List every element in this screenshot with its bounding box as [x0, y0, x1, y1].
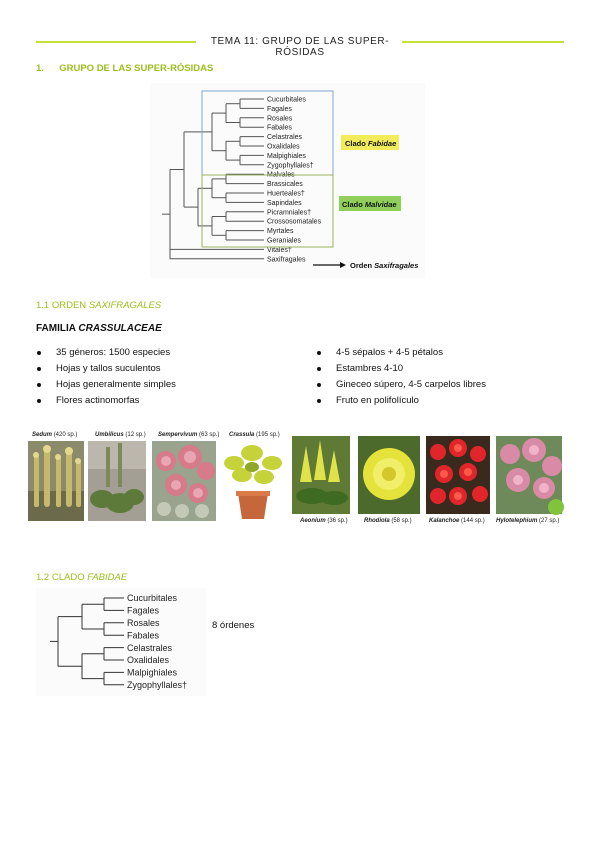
taxon-label-5: Oxalidales: [127, 655, 170, 665]
photo-kalanchoe: [426, 436, 490, 514]
taxon-label-1: Fagales: [267, 106, 292, 113]
taxon-label-5: Oxalidales: [267, 144, 300, 151]
taxon-label-16: Vitales†: [267, 247, 292, 254]
caption-rhodiola: Rhodiola (58 sp.): [364, 518, 412, 524]
list-item: Flores actinomorfas: [36, 393, 296, 409]
taxon-label-10: Huerteales†: [267, 191, 305, 198]
taxon-label-1: Fagales: [127, 606, 160, 616]
taxon-label-0: Cucurbitales: [127, 593, 178, 603]
caption-sedum: Sedum (420 sp.): [32, 432, 78, 438]
saxifragales-label: Orden Saxifragales: [350, 261, 418, 270]
list-item: Estambres 4-10: [316, 361, 566, 377]
section-1-1-heading: 1.1 ORDEN SAXIFRAGALES: [36, 300, 161, 311]
superrosids-tree: CucurbitalesFagalesRosalesFabalesCelastr…: [150, 83, 425, 278]
caption-umbilicus: Umbilicus (12 sp.): [95, 432, 146, 438]
taxon-label-2: Rosales: [127, 618, 160, 628]
family-prefix: FAMILIA: [36, 323, 79, 334]
list-item: 35 géneros: 1500 especies: [36, 345, 296, 361]
taxon-label-7: Zygophyllales†: [267, 162, 314, 169]
taxon-label-6: Malpighiales: [127, 668, 178, 678]
taxon-label-7: Zygophyllales†: [127, 680, 187, 690]
taxon-label-4: Celastrales: [267, 134, 303, 141]
taxon-label-0: Cucurbitales: [267, 97, 306, 104]
family-heading: FAMILIA CRASSULACEAE: [36, 323, 162, 334]
malvidae-tag-label: Clado Malvidae: [342, 200, 397, 209]
traits-list-left: 35 géneros: 1500 especies Hojas y tallos…: [36, 345, 296, 409]
family-name: CRASSULACEAE: [78, 323, 162, 334]
taxon-label-2: Rosales: [267, 115, 293, 122]
list-item: Gineceo súpero, 4-5 carpelos libres: [316, 377, 566, 393]
list-item: 4-5 sépalos + 4-5 pétalos: [316, 345, 566, 361]
malvidae-box: [201, 174, 334, 248]
caption-sempervivum: Sempervivum (63 sp.): [158, 432, 220, 438]
section-1-1-number: 1.1: [36, 300, 50, 311]
taxon-label-14: Myrtales: [267, 228, 294, 235]
header-rule-left: [36, 41, 196, 43]
list-item: Fruto en polifolículo: [316, 393, 566, 409]
section-1-2-number: 1.2: [36, 572, 50, 583]
taxon-label-15: Geraniales: [267, 238, 301, 245]
caption-aeonium: Aeonium (36 sp.): [300, 518, 348, 524]
list-item: Hojas y tallos suculentos: [36, 361, 296, 377]
photo-umbilicus: [88, 441, 146, 521]
section-1-1-title-italic: SAXIFRAGALES: [88, 300, 162, 311]
taxon-label-13: Crossosomatales: [267, 219, 322, 226]
section-1-2-title-italic: FABIDAE: [87, 572, 128, 583]
section-1-2-heading: 1.2 CLADO FABIDAE: [36, 572, 127, 583]
caption-crassula: Crassula (195 sp.): [229, 432, 280, 438]
taxon-label-4: Celastrales: [127, 643, 173, 653]
taxon-label-9: Brassicales: [267, 181, 303, 188]
section-1-number: 1.: [36, 63, 44, 74]
fabidae-tag-label: Clado Fabidae: [345, 139, 396, 148]
page-title: TEMA 11: GRUPO DE LAS SUPER-RÓSIDAS: [210, 36, 390, 58]
green-dot-icon: [548, 499, 564, 515]
photo-sedum: [28, 441, 84, 521]
section-1-1-title-prefix: ORDEN: [51, 300, 89, 311]
photo-aeonium: [292, 436, 350, 514]
saxifragales-arrowhead: [340, 262, 346, 268]
photo-crassula: [220, 441, 286, 521]
caption-kalanchoe: Kalanchoe (144 sp.): [429, 518, 485, 524]
malvidae-tag: [339, 196, 401, 211]
orders-count: 8 órdenes: [212, 620, 255, 631]
section-1-heading: 1. GRUPO DE LAS SUPER-RÓSIDAS: [36, 63, 213, 74]
taxon-label-12: Picramniales†: [267, 209, 311, 216]
fabidae-tag: [341, 135, 399, 150]
taxon-label-3: Fabales: [267, 125, 292, 132]
list-item: Hojas generalmente simples: [36, 377, 296, 393]
fabidae-tree: CucurbitalesFagalesRosalesFabalesCelastr…: [36, 588, 206, 696]
section-1-title: GRUPO DE LAS SUPER-RÓSIDAS: [59, 63, 214, 74]
traits-list-right: 4-5 sépalos + 4-5 pétalos Estambres 4-10…: [316, 345, 566, 409]
section-1-2-title-prefix: CLADO: [51, 572, 88, 583]
taxon-label-6: Malpighiales: [267, 153, 306, 160]
photo-hylotelephium: [496, 436, 562, 514]
taxon-label-11: Sapindales: [267, 200, 302, 207]
taxon-label-17: Saxifragales: [267, 256, 306, 263]
photo-rhodiola: [358, 436, 420, 514]
header-rule-right: [402, 41, 564, 43]
photo-sempervivum: [152, 441, 216, 521]
caption-hylotelephium: Hylotelephium (27 sp.): [496, 518, 560, 524]
taxon-label-3: Fabales: [127, 630, 160, 640]
